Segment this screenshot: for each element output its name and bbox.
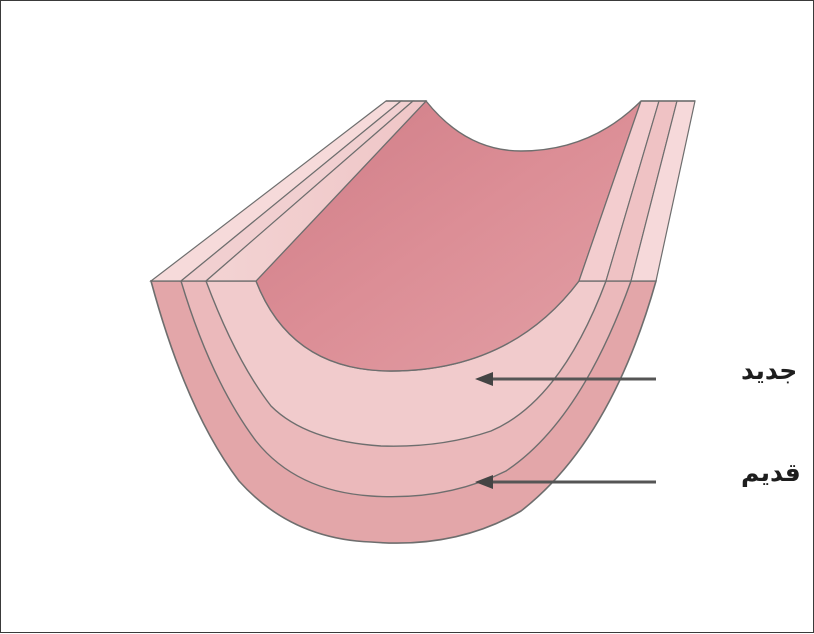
label-new: جدید — [741, 356, 797, 385]
label-old: قدیم — [741, 458, 801, 487]
